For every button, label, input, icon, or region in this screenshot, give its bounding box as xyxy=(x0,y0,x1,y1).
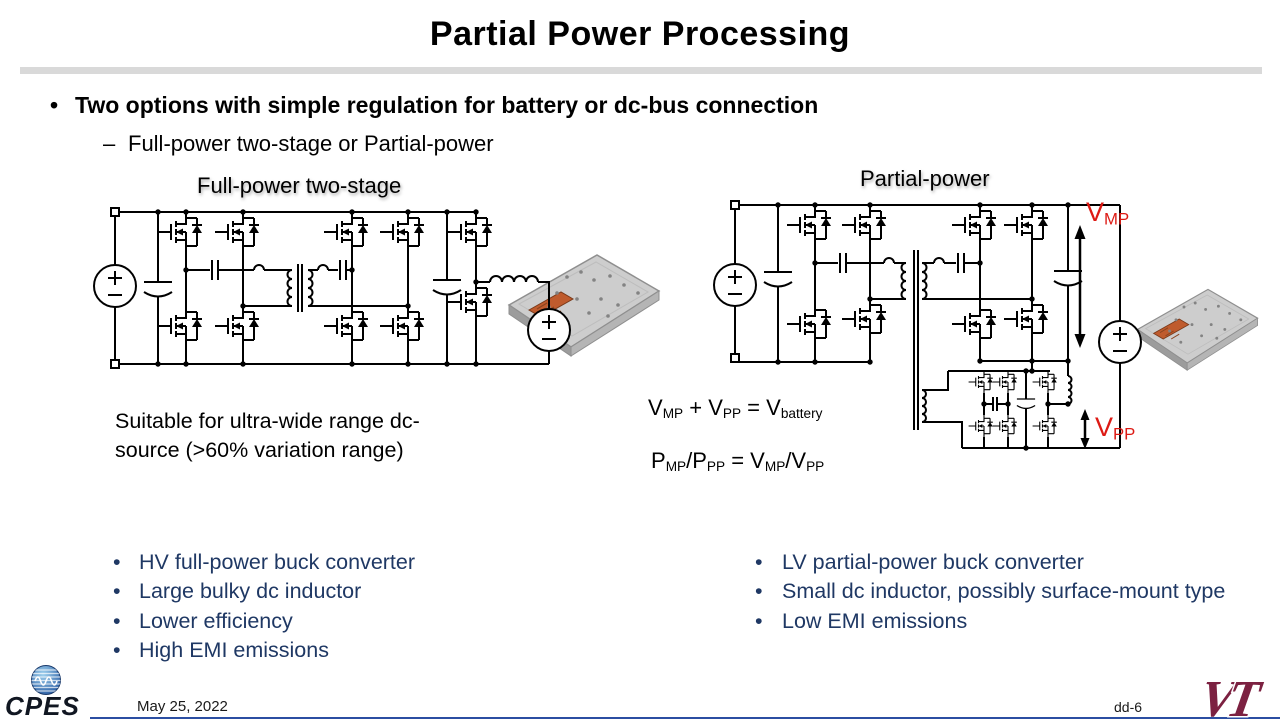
bullet-marker: • xyxy=(50,92,59,118)
note-line: source (>60% variation range) xyxy=(115,437,404,462)
list-item: • Small dc inductor, possibly surface-mo… xyxy=(748,577,1225,606)
slide-number: dd-6 xyxy=(1114,699,1143,715)
battery-source xyxy=(527,308,571,352)
note-line: Suitable for ultra-wide range dc- xyxy=(115,409,420,433)
slide-date: May 25, 2022 xyxy=(137,698,228,715)
full-power-note: Suitable for ultra-wide range dc- source… xyxy=(115,407,420,464)
partial-power-circuit-diagram xyxy=(713,200,1142,451)
input-source xyxy=(713,263,757,307)
diagram-label-full-power: Full-power two-stage xyxy=(197,173,402,198)
list-bullet: • xyxy=(755,608,763,633)
equation-voltage: VMP + VPP = Vbattery xyxy=(648,395,823,421)
footer-divider-line xyxy=(90,717,1280,719)
bullet-main-text: Two options with simple regulation for b… xyxy=(75,92,819,118)
list-item: • Large bulky dc inductor xyxy=(105,577,415,606)
bullet-sub-marker: – xyxy=(103,131,116,156)
cpes-logo: CPES xyxy=(5,691,80,720)
junction-dots xyxy=(775,202,1071,451)
list-item: • HV full-power buck converter xyxy=(105,548,415,577)
battery-source xyxy=(1098,320,1142,364)
list-bullet: • xyxy=(113,638,121,663)
cpes-globe-icon xyxy=(31,665,61,695)
junction-dots xyxy=(155,209,479,367)
title-divider xyxy=(20,67,1262,74)
list-bullet: • xyxy=(113,579,121,604)
bullet-sub-text: Full-power two-stage or Partial-power xyxy=(128,131,494,156)
bullet-main: • Two options with simple regulation for… xyxy=(50,92,818,119)
partial-power-feature-list: • LV partial-power buck converter • Smal… xyxy=(748,548,1225,636)
list-item: • Low EMI emissions xyxy=(748,607,1225,636)
list-item: • High EMI emissions xyxy=(105,636,415,665)
list-bullet: • xyxy=(755,579,763,604)
page-title: Partial Power Processing xyxy=(429,15,851,53)
diagram-label-partial-power: Partial-power xyxy=(860,166,990,191)
full-power-circuit-diagram xyxy=(93,207,571,369)
list-bullet: • xyxy=(755,550,763,574)
transformer xyxy=(286,269,314,307)
list-item: • LV partial-power buck converter xyxy=(748,548,1225,577)
bullet-sub: – Full-power two-stage or Partial-power xyxy=(103,131,494,157)
output-inductor xyxy=(489,275,539,283)
vpp-label: VPP xyxy=(1095,412,1136,444)
vt-logo: V T xyxy=(1196,669,1268,720)
full-power-feature-list: • HV full-power buck converter • Large b… xyxy=(105,548,415,666)
vpp-measurement-arrow xyxy=(1080,409,1090,449)
vmp-label: VMP xyxy=(1086,197,1130,229)
battery-module-image xyxy=(1136,288,1259,371)
input-source xyxy=(93,264,137,308)
list-bullet: • xyxy=(113,608,121,633)
equation-power-ratio: PMP/PPP = VMP/VPP xyxy=(651,448,825,474)
list-item: • Lower efficiency xyxy=(105,607,415,636)
list-bullet: • xyxy=(113,550,121,574)
vmp-measurement-arrow xyxy=(1074,225,1086,348)
